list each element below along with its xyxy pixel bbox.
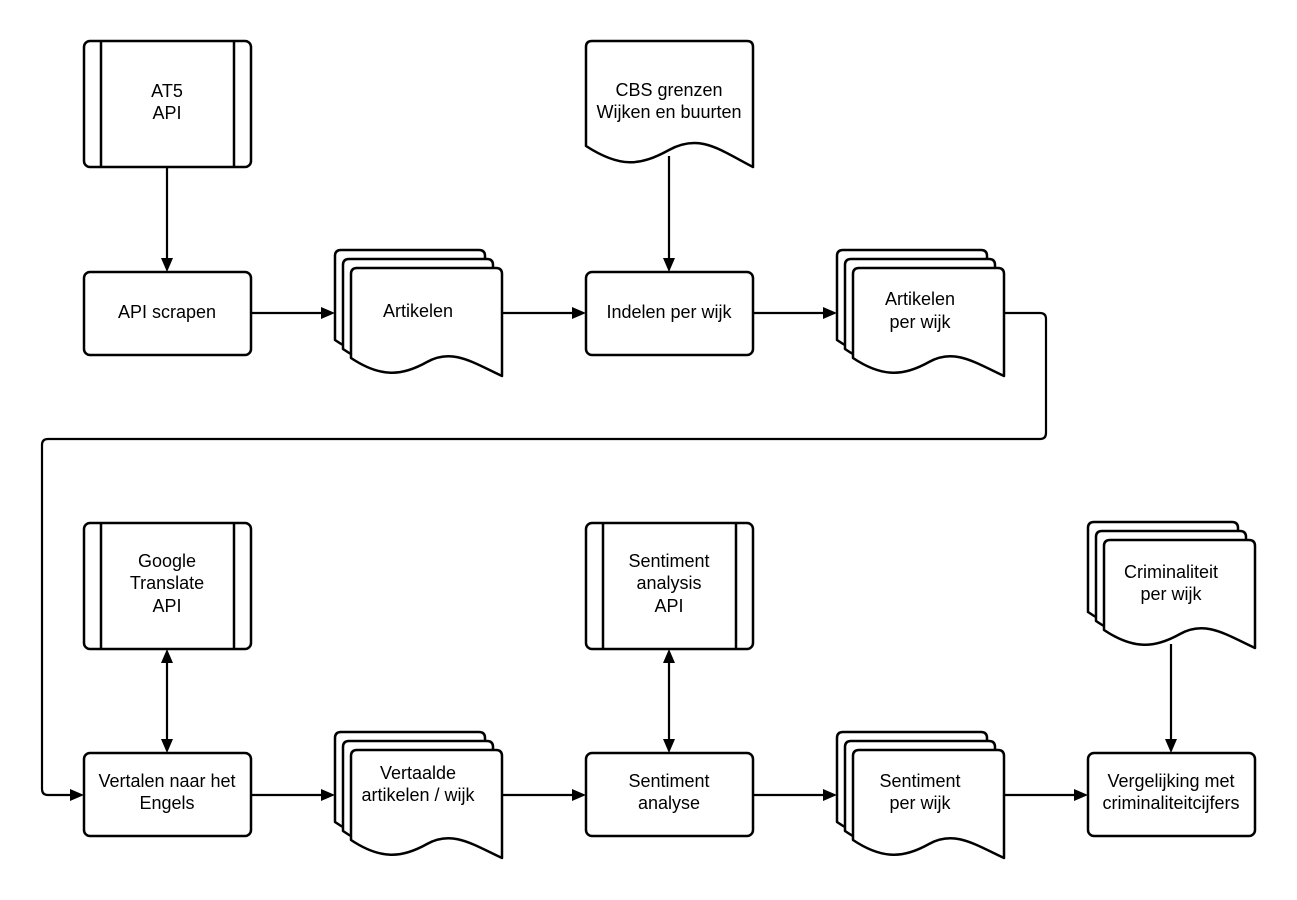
node-label: per wijk [889, 793, 951, 813]
arrowhead [572, 307, 586, 319]
node-label: artikelen / wijk [361, 785, 475, 805]
arrowhead [161, 258, 173, 272]
node-label: analyse [638, 793, 700, 813]
arrowhead [663, 258, 675, 272]
node-label: Engels [139, 793, 194, 813]
node-label: Vergelijking met [1107, 771, 1234, 791]
connectors [40, 156, 1177, 801]
node-label: Translate [130, 573, 204, 593]
node-sentiment-per-wijk: Sentiment per wijk [835, 730, 1006, 860]
arrowhead [663, 739, 675, 753]
node-label: analysis [636, 573, 701, 593]
node-label: API [152, 596, 181, 616]
node-label: Artikelen [885, 289, 955, 309]
node-label: API scrapen [118, 302, 216, 322]
node-vergelijking: Vergelijking met criminaliteitcijfers [1086, 751, 1257, 838]
node-label: Artikelen [383, 301, 453, 321]
arrowhead [161, 649, 173, 663]
node-label: AT5 [151, 81, 183, 101]
node-label: API [152, 103, 181, 123]
node-label: Sentiment [879, 771, 960, 791]
node-label: Vertalen naar het [98, 771, 235, 791]
node-sentiment-analyse: Sentiment analyse [584, 751, 755, 838]
arrowhead [321, 307, 335, 319]
node-label: API [654, 596, 683, 616]
node-label: Indelen per wijk [606, 302, 732, 322]
edge-artikelen-per-wijk-to-vertalen [40, 311, 1048, 797]
node-label: Vertaalde [380, 763, 456, 783]
node-artikelen: Artikelen [333, 248, 504, 378]
node-label: per wijk [1140, 584, 1202, 604]
node-label: Google [138, 551, 196, 571]
node-indelen-per-wijk: Indelen per wijk [584, 270, 755, 357]
node-cbs-grenzen: CBS grenzen Wijken en buurten [584, 39, 755, 169]
node-label: criminaliteitcijfers [1102, 793, 1239, 813]
node-vertalen: Vertalen naar het Engels [82, 751, 253, 838]
arrowhead [321, 789, 335, 801]
arrowhead [663, 649, 675, 663]
arrowhead [823, 307, 837, 319]
node-google-translate-api: Google Translate API [82, 521, 253, 651]
node-at5-api: AT5 API [82, 39, 253, 169]
node-label: CBS grenzen [615, 80, 722, 100]
arrowhead [823, 789, 837, 801]
node-vertaalde-artikelen: Vertaalde artikelen / wijk [333, 730, 504, 860]
arrowhead [1165, 739, 1177, 753]
node-artikelen-per-wijk: Artikelen per wijk [835, 248, 1006, 378]
node-label: Sentiment [628, 771, 709, 791]
node-label: Wijken en buurten [596, 102, 741, 122]
node-criminaliteit-per-wijk: Criminaliteit per wijk [1086, 520, 1257, 650]
node-label: Sentiment [628, 551, 709, 571]
arrowhead [572, 789, 586, 801]
arrowhead [161, 739, 173, 753]
node-api-scrapen: API scrapen [82, 270, 253, 357]
arrowhead [70, 789, 84, 801]
node-sentiment-analysis-api: Sentiment analysis API [584, 521, 755, 651]
node-label: per wijk [889, 312, 951, 332]
node-label: Criminaliteit [1124, 562, 1218, 582]
arrowhead [1074, 789, 1088, 801]
